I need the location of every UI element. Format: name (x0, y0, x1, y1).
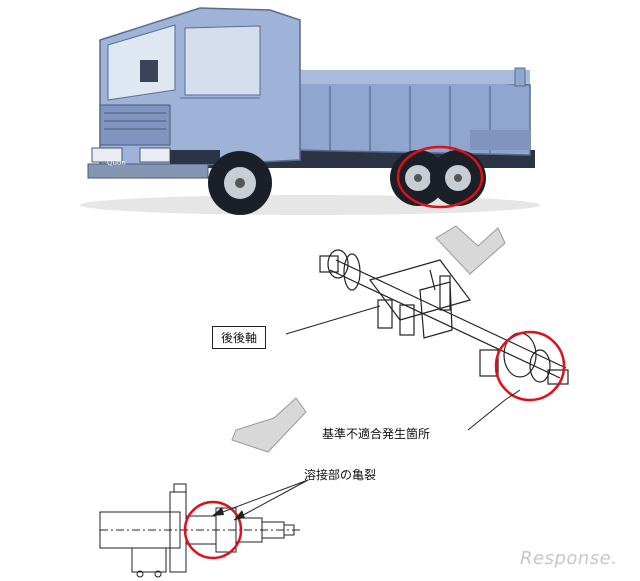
rear-wheel-rear (430, 150, 486, 206)
leader-line-location (467, 389, 521, 431)
weld-crack-label: 溶接部の亀裂 (304, 468, 377, 482)
dump-body (291, 67, 531, 156)
rear-rear-axle-label: 後後軸 (212, 326, 267, 349)
leader-line-crack-1 (211, 479, 309, 517)
leader-line-axle (285, 305, 381, 335)
truck-model-badge: Quon (107, 159, 126, 167)
weld-crack-highlight-circle (183, 500, 243, 560)
flow-arrow-1 (435, 225, 506, 275)
crack-arrowhead-1 (212, 507, 224, 516)
front-wheel (208, 151, 272, 215)
leader-line-crack-2 (233, 479, 309, 521)
dump-truck-illustration: Quon (80, 7, 540, 215)
rear-axle-highlight-circle (396, 145, 484, 209)
weld-detail-drawing (99, 483, 300, 578)
axle-drawing (319, 249, 569, 385)
axle-defect-highlight-circle (494, 330, 566, 402)
source-watermark: Response. (520, 548, 618, 569)
truck-cab (87, 7, 301, 179)
crack-arrowhead-2 (234, 510, 245, 520)
flow-arrow-2 (231, 397, 307, 453)
nonconforming-location-label: 基準不適合発生箇所 (322, 427, 431, 441)
